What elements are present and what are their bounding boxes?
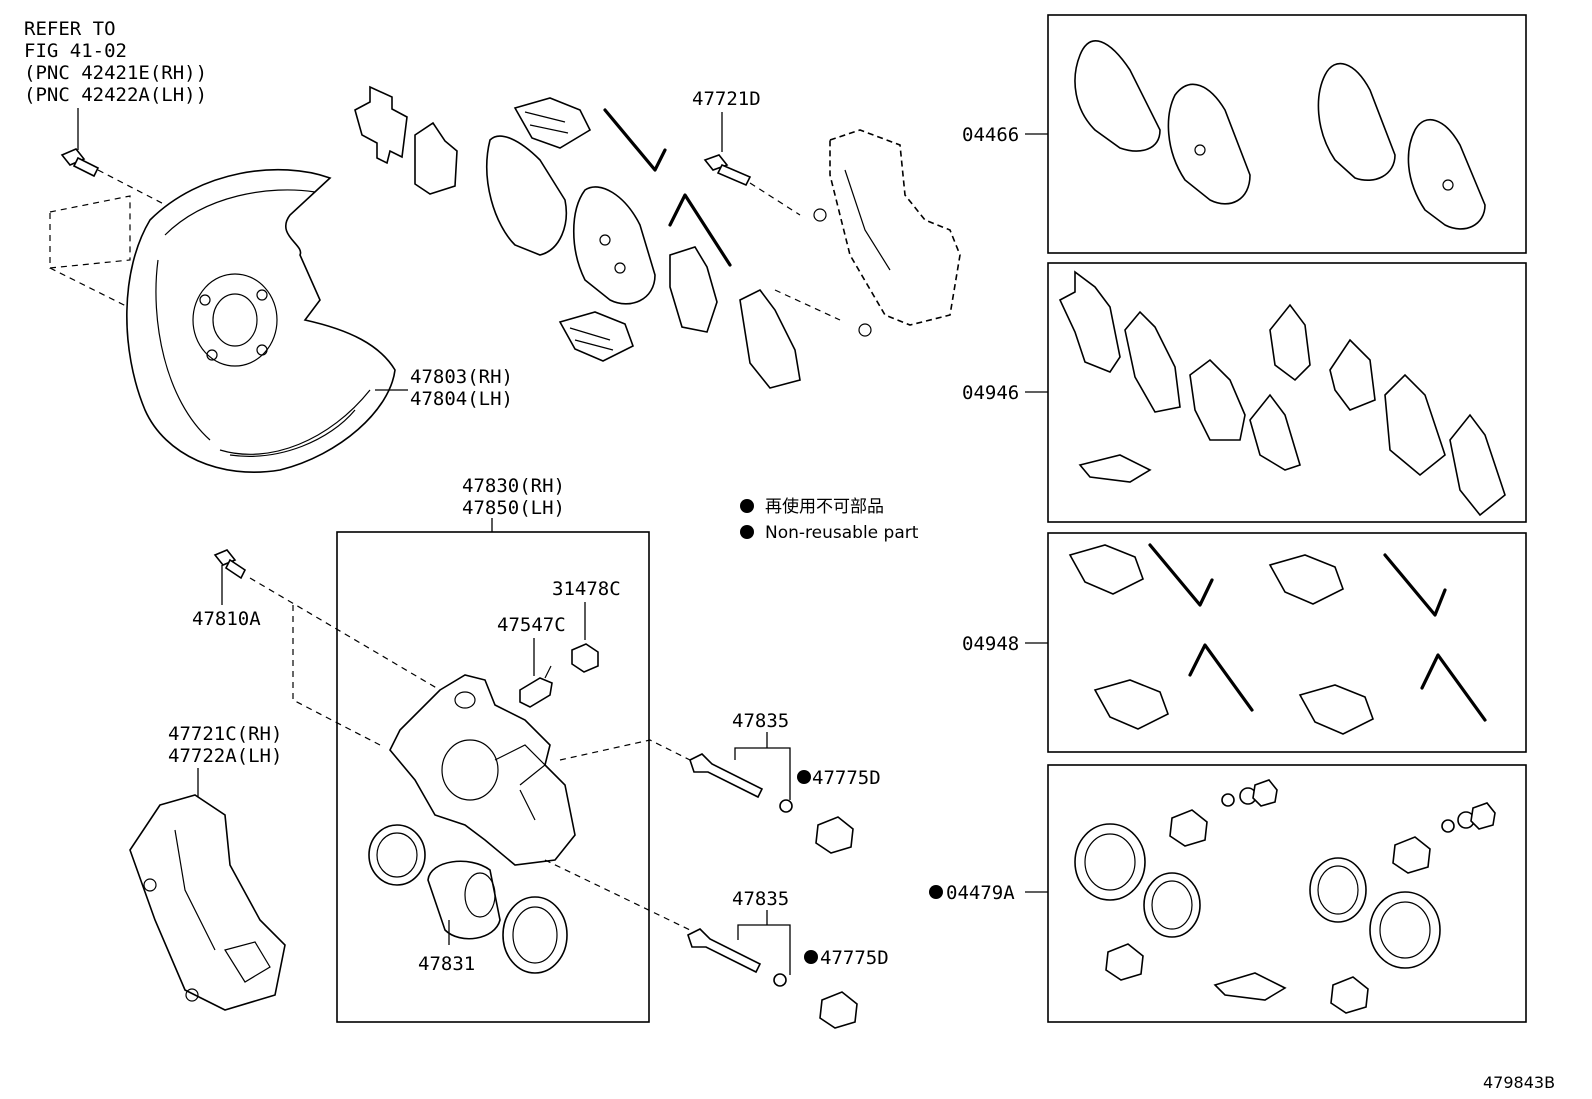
pin-boot-icon <box>815 816 854 854</box>
label-47803: 47803(RH) <box>410 366 513 388</box>
anti-squeal-shim-icon <box>669 246 801 389</box>
label-47721c: 47721C(RH) <box>168 723 282 745</box>
slide-pin-icon <box>687 928 762 974</box>
refer-note: REFER TO FIG 41-02 (PNC 42421E(RH)) (PNC… <box>24 18 207 150</box>
slide-pin-icon <box>689 753 764 799</box>
anti-squeal-shim-icon <box>354 85 458 195</box>
kit-box-04946 <box>1047 262 1527 523</box>
pad-support-plate-icon <box>513 97 634 362</box>
dust-cover-icon <box>126 168 396 473</box>
label-47850: 47850(LH) <box>462 497 565 519</box>
bleeder-plug-icon <box>571 643 599 673</box>
refer-line-4: (PNC 42422A(LH)) <box>24 84 207 106</box>
label-47830: 47830(RH) <box>462 475 565 497</box>
label-47835-b: 47835 <box>732 888 789 910</box>
kit-box-04479a <box>1047 764 1527 1023</box>
non-reusable-dot-icon <box>797 770 811 784</box>
pin-boot-ring-icon <box>779 799 793 813</box>
legend-line-1: 再使用不可部品 <box>765 496 884 517</box>
label-47804: 47804(LH) <box>410 388 513 410</box>
label-31478c: 31478C <box>552 578 621 600</box>
seal-kit-icon <box>1074 779 1496 1014</box>
cylinder-boot-icon <box>502 896 568 974</box>
label-04479a: 04479A <box>946 882 1015 904</box>
non-reusable-dot-icon <box>804 950 818 964</box>
label-04466: 04466 <box>962 124 1019 146</box>
shim-kit-icon <box>1058 270 1506 517</box>
label-47775d-b: 47775D <box>820 947 889 969</box>
non-reusable-dot-icon <box>740 499 754 513</box>
brake-pad-icon <box>486 135 656 305</box>
kit-box-04466 <box>1047 14 1527 254</box>
non-reusable-dot-icon <box>929 885 943 899</box>
anti-rattle-spring-icon <box>603 108 732 267</box>
pad-support-kit-icon <box>1068 543 1487 735</box>
figure-number: 479843B <box>1483 1073 1555 1092</box>
label-47835-a: 47835 <box>732 710 789 732</box>
bolt-47810a-icon <box>213 549 247 580</box>
non-reusable-dot-icon <box>740 525 754 539</box>
label-47722a: 47722A(LH) <box>168 745 282 767</box>
kit-box-04948 <box>1047 532 1527 753</box>
piston-seal-icon <box>368 824 426 886</box>
legend-line-2: Non-reusable part <box>765 523 919 543</box>
pin-boot-ring-icon <box>773 973 787 987</box>
caliper-assy-box <box>336 531 650 1023</box>
brake-pad-set-icon <box>1074 40 1486 230</box>
caliper-body-icon <box>389 674 576 866</box>
refer-line-1: REFER TO <box>24 18 116 40</box>
label-47810a: 47810A <box>192 608 261 630</box>
legend: 再使用不可部品 Non-reusable part <box>740 496 919 543</box>
label-47547c: 47547C <box>497 614 566 636</box>
refer-line-2: FIG 41-02 <box>24 40 127 62</box>
label-47775d-a: 47775D <box>812 767 881 789</box>
bolt-refer-icon <box>60 148 100 178</box>
bleeder-screw-icon <box>519 665 553 708</box>
caliper-mounting-icon <box>813 129 961 337</box>
piston-icon <box>427 860 501 940</box>
refer-line-3: (PNC 42421E(RH)) <box>24 62 207 84</box>
label-47721d: 47721D <box>692 88 761 110</box>
label-47831: 47831 <box>418 953 475 975</box>
label-04948: 04948 <box>962 633 1019 655</box>
caliper-mounting-lower-icon <box>129 794 286 1011</box>
pin-boot-icon <box>819 991 858 1029</box>
label-04946: 04946 <box>962 382 1019 404</box>
bolt-47721d-icon <box>703 154 752 187</box>
